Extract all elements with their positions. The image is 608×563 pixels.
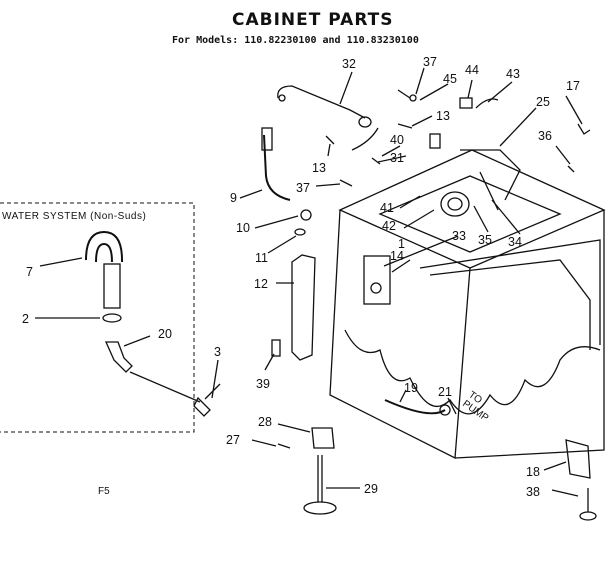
callout-38: 38 bbox=[526, 485, 540, 499]
callout-41: 41 bbox=[380, 201, 394, 215]
callout-32: 32 bbox=[342, 57, 356, 71]
diagram-subtitle: For Models: 110.82230100 and 110.8323010… bbox=[172, 35, 419, 46]
callout-31: 31 bbox=[390, 151, 404, 165]
callout-9: 9 bbox=[230, 191, 237, 205]
callout-13-right: 13 bbox=[436, 109, 450, 123]
callout-34: 34 bbox=[508, 235, 522, 249]
callout-42: 42 bbox=[382, 219, 396, 233]
callout-21: 21 bbox=[438, 385, 452, 399]
callout-14: 14 bbox=[390, 249, 404, 263]
callout-28: 28 bbox=[258, 415, 272, 429]
callout-10: 10 bbox=[236, 221, 250, 235]
callout-11: 11 bbox=[255, 251, 268, 265]
callout-44: 44 bbox=[465, 63, 479, 77]
cabinet-body bbox=[291, 149, 606, 460]
callout-20: 20 bbox=[158, 327, 172, 341]
callout-36: 36 bbox=[538, 129, 552, 143]
callout-35: 35 bbox=[478, 233, 492, 247]
callout-2: 2 bbox=[22, 312, 29, 326]
callout-13-left: 13 bbox=[312, 161, 326, 175]
callout-12: 12 bbox=[254, 277, 268, 291]
water-system-inset: WATER SYSTEM (Non-Suds) bbox=[0, 202, 221, 433]
callout-7: 7 bbox=[26, 265, 33, 279]
callout-1: 1 bbox=[398, 237, 405, 251]
diagram-title: CABINET PARTS bbox=[232, 10, 394, 30]
callout-27: 27 bbox=[226, 433, 240, 447]
callout-43: 43 bbox=[506, 67, 520, 81]
loose-parts bbox=[261, 85, 597, 521]
leader-lines bbox=[35, 67, 583, 497]
callout-numbers: 32 37 45 44 43 17 25 13 40 36 31 13 37 9… bbox=[22, 55, 580, 499]
callout-29: 29 bbox=[364, 482, 378, 496]
callout-25: 25 bbox=[536, 95, 550, 109]
inset-label: WATER SYSTEM (Non-Suds) bbox=[2, 211, 146, 222]
corner-code: F5 bbox=[98, 486, 110, 497]
callout-45: 45 bbox=[443, 72, 457, 86]
callout-3: 3 bbox=[214, 345, 221, 359]
callout-39: 39 bbox=[256, 377, 270, 391]
callout-37-top: 37 bbox=[423, 55, 437, 69]
callout-33: 33 bbox=[452, 229, 466, 243]
callout-17: 17 bbox=[566, 79, 580, 93]
callout-37-mid: 37 bbox=[296, 181, 310, 195]
callout-18: 18 bbox=[526, 465, 540, 479]
callout-40: 40 bbox=[390, 133, 404, 147]
callout-19: 19 bbox=[404, 381, 418, 395]
